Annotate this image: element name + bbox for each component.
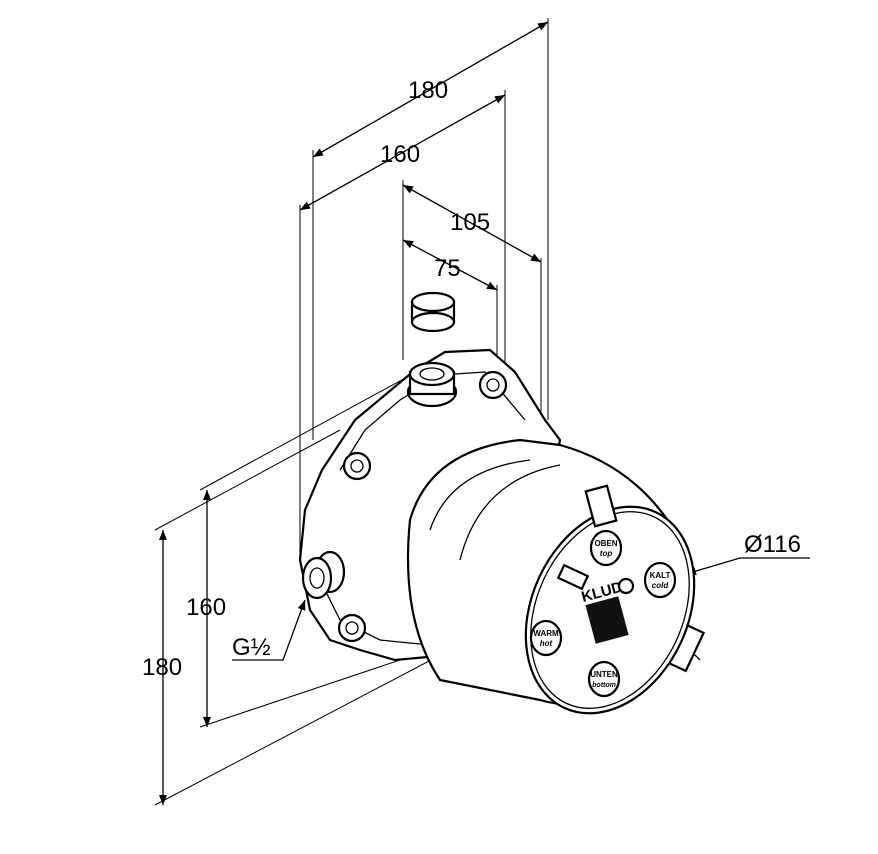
dim-depth-105: 105 <box>450 209 490 236</box>
plug-cap <box>410 291 456 333</box>
front-cap: KLUDI OBEN top KALT cold WARM hot UNTEN … <box>524 484 696 715</box>
dim-height-180: 180 <box>142 654 182 681</box>
dimension-lines <box>159 21 810 805</box>
svg-text:top: top <box>600 549 613 558</box>
qr-code <box>585 596 629 644</box>
dim-width-160: 160 <box>380 141 420 168</box>
dim-depth-75: 75 <box>434 255 461 282</box>
svg-text:WARM: WARM <box>533 629 559 638</box>
dim-height-160: 160 <box>186 594 226 621</box>
label-cold: KALT cold <box>643 561 677 599</box>
mounting-lug <box>337 370 508 643</box>
svg-text:bottom: bottom <box>592 682 616 689</box>
label-hot: WARM hot <box>529 619 563 657</box>
svg-text:UNTEN: UNTEN <box>590 670 618 679</box>
label-bottom: UNTEN bottom <box>587 660 621 698</box>
side-port <box>301 550 346 600</box>
svg-text:OBEN: OBEN <box>594 539 617 548</box>
dim-diameter: Ø116 <box>744 531 801 558</box>
svg-text:hot: hot <box>540 639 553 648</box>
svg-text:KALT: KALT <box>650 571 671 580</box>
dim-width-180: 180 <box>408 77 448 104</box>
svg-text:cold: cold <box>652 581 670 590</box>
top-port <box>406 361 458 408</box>
label-top: OBEN top <box>589 529 623 567</box>
dim-thread: G½ <box>232 634 271 661</box>
